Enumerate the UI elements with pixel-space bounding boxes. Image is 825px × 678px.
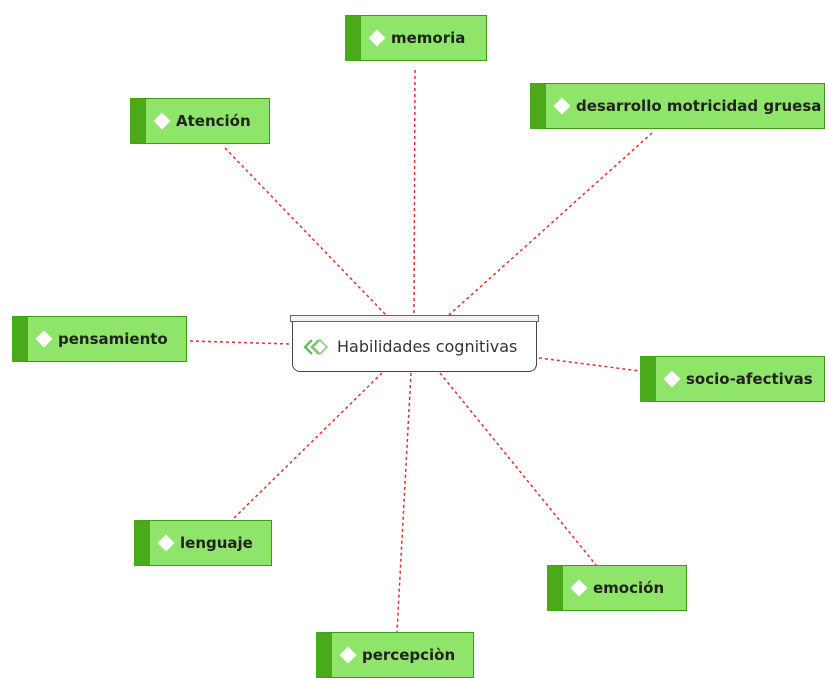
link-socio xyxy=(538,357,641,372)
node-socio-afectivas[interactable]: socio-afectivas xyxy=(640,356,825,402)
node-emocion[interactable]: emoción xyxy=(547,565,687,611)
central-topic-label: Habilidades cognitivas xyxy=(337,337,518,356)
node-percepcion[interactable]: percepciòn xyxy=(316,632,474,678)
node-label: Atención xyxy=(176,112,251,130)
node-atencion[interactable]: Atención xyxy=(130,98,270,144)
link-pensamiento xyxy=(189,340,291,345)
diamond-icon xyxy=(35,330,53,348)
diamond-icon xyxy=(339,646,357,664)
diamond-icon xyxy=(553,97,571,115)
diamond-icon xyxy=(157,534,175,552)
node-label: desarrollo motricidad gruesa xyxy=(576,97,822,115)
link-percepcion xyxy=(396,372,412,633)
diamond-icon xyxy=(570,579,588,597)
node-desarrollo[interactable]: desarrollo motricidad gruesa xyxy=(530,83,825,129)
node-label: memoria xyxy=(391,29,466,47)
link-desarrollo xyxy=(448,132,653,316)
link-lenguaje xyxy=(231,372,383,521)
node-memoria[interactable]: memoria xyxy=(345,15,487,61)
link-atencion xyxy=(224,147,387,316)
node-label: pensamiento xyxy=(58,330,168,348)
node-label: socio-afectivas xyxy=(686,370,813,388)
central-topic[interactable]: Habilidades cognitivas xyxy=(290,315,539,373)
diamond-icon xyxy=(663,370,681,388)
link-emocion xyxy=(439,372,597,566)
node-label: emoción xyxy=(593,579,665,597)
link-memoria xyxy=(413,69,416,316)
node-label: percepciòn xyxy=(362,646,456,664)
node-label: lenguaje xyxy=(180,534,253,552)
diamond-icon xyxy=(153,112,171,130)
node-lenguaje[interactable]: lenguaje xyxy=(134,520,272,566)
central-topic-box[interactable]: Habilidades cognitivas xyxy=(292,322,537,372)
central-topic-tab xyxy=(290,315,539,322)
node-pensamiento[interactable]: pensamiento xyxy=(12,316,187,362)
diamond-icon xyxy=(368,29,386,47)
double-chevron-icon xyxy=(303,338,329,355)
